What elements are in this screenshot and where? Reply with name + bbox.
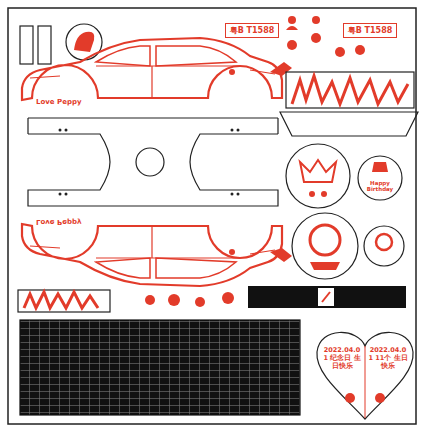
heart-text: 2022.04.01 纪念日 生日快乐 — [322, 346, 362, 370]
plate-text: 粤B T1588 — [230, 25, 275, 36]
license-plate: 粤B T1588 — [343, 23, 398, 38]
heart-plaque: 2022.04.01 纪念日 生日快乐2022.04.01 11个 生日快乐 — [314, 326, 416, 422]
heart-text: 2022.04.01 11个 生日快乐 — [368, 346, 408, 370]
plate-text: 粤B T1588 — [348, 25, 393, 36]
car-name-label: Love Peppy — [36, 98, 81, 106]
plaque-text: Happy Birthday — [365, 180, 395, 192]
car-name-label: Love Peppy — [36, 218, 81, 226]
heart-outline — [314, 326, 416, 422]
license-plate: 粤B T1588 — [225, 23, 280, 38]
round-plaque: Happy Birthday — [358, 156, 402, 200]
